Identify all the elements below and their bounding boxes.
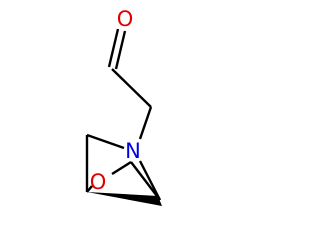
ring-carbon-bridgehead-bond xyxy=(130,161,161,201)
carbonyl-double-bond-b xyxy=(107,28,120,68)
ch2-nitrogen-bond xyxy=(138,106,153,140)
oxygen-carbon-bond xyxy=(111,160,132,176)
wedge-bond xyxy=(87,192,162,206)
aldehyde-ch2-bond xyxy=(111,68,152,108)
ring-nitrogen-label: N xyxy=(125,139,141,163)
carbonyl-oxygen-label: O xyxy=(117,7,134,31)
ring-oxygen-label: O xyxy=(90,170,107,194)
carbonyl-double-bond-a xyxy=(114,30,127,70)
nitrogen-bridgehead-bond xyxy=(138,160,162,201)
molecule-structure: O N O xyxy=(85,7,162,206)
bridgehead-oxygen-bond xyxy=(86,185,93,193)
nitrogen-left-carbon-bond xyxy=(86,133,125,150)
